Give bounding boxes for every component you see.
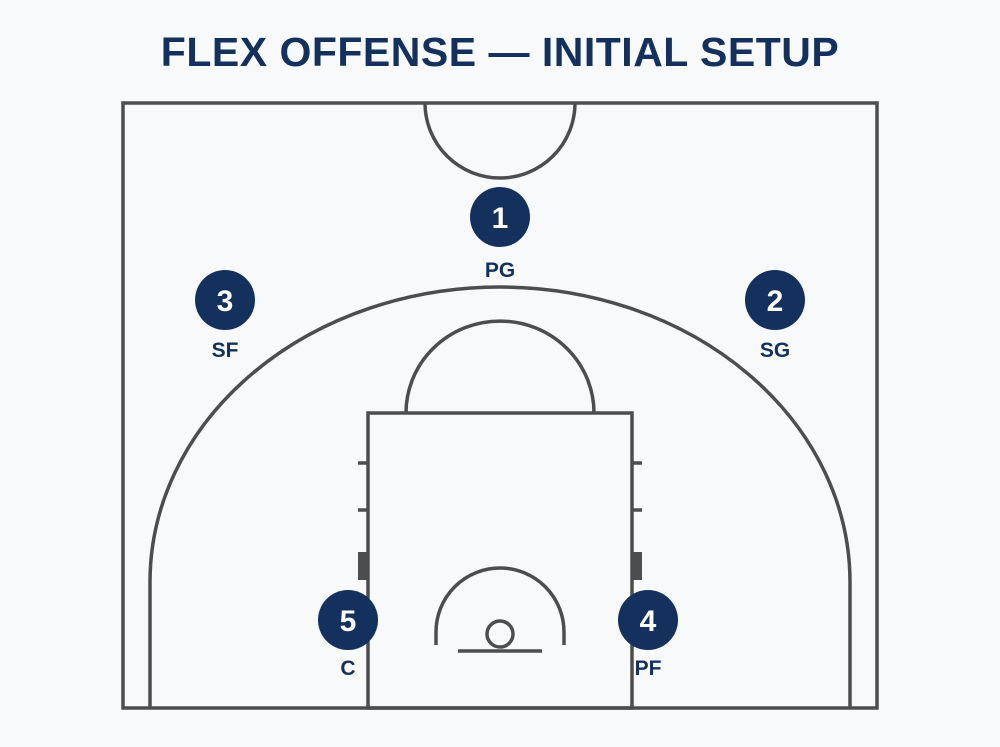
player-circle-4 <box>618 590 678 650</box>
player-marker-4: 4 PF <box>618 590 678 680</box>
player-marker-1: 1 PG <box>470 187 530 282</box>
player-position-5: C <box>340 657 355 680</box>
paint-lane <box>366 411 634 710</box>
player-circle-5 <box>318 590 378 650</box>
player-position-4: PF <box>635 657 662 680</box>
player-number-2: 2 <box>767 285 784 318</box>
free-throw-circle <box>404 319 596 414</box>
player-number-1: 1 <box>492 202 509 235</box>
player-position-2: SG <box>760 339 790 362</box>
player-marker-3: 3 SF <box>195 270 255 362</box>
player-circle-1 <box>470 187 530 247</box>
player-marker-5: 5 C <box>318 590 378 680</box>
center-circle <box>423 102 577 180</box>
lane-hash-marks <box>358 461 642 580</box>
player-number-5: 5 <box>340 605 357 638</box>
player-number-3: 3 <box>217 285 234 318</box>
three-point-line <box>148 285 852 708</box>
player-number-4: 4 <box>640 605 657 638</box>
player-position-3: SF <box>212 339 239 362</box>
basket-rim <box>485 619 515 649</box>
player-circle-3 <box>195 270 255 330</box>
player-circle-2 <box>745 270 805 330</box>
diagram-title: FLEX OFFENSE — INITIAL SETUP <box>160 29 840 75</box>
player-position-1: PG <box>485 259 515 282</box>
player-marker-2: 2 SG <box>745 270 805 362</box>
restricted-area-arc <box>434 566 566 645</box>
